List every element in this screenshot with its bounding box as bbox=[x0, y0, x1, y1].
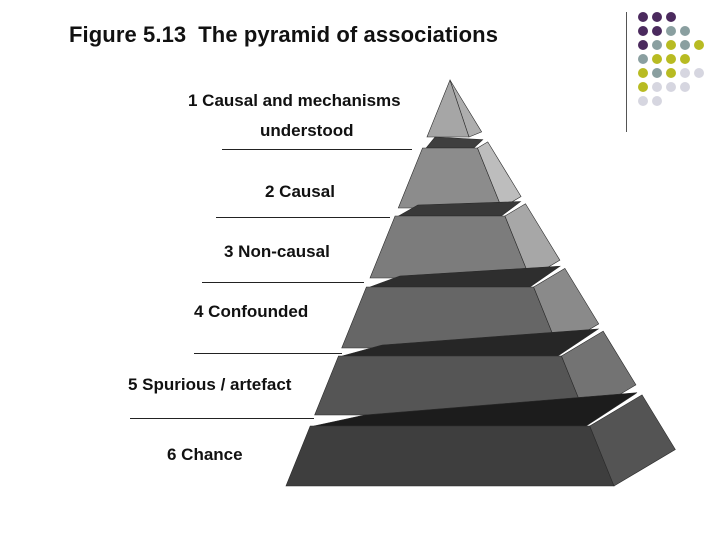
pyramid-tier-6-front bbox=[285, 425, 615, 487]
level-4-label: 4 Confounded bbox=[194, 302, 309, 321]
figure-number: Figure 5.13 bbox=[69, 22, 187, 47]
figure-title-text: The pyramid of associations bbox=[198, 22, 499, 47]
pyramid-tier-1-side bbox=[449, 79, 483, 138]
pyramid-tier-3-front bbox=[369, 215, 531, 279]
level-4-rule bbox=[194, 353, 342, 354]
pyramid-tier-6-side bbox=[589, 394, 676, 487]
level-1-label-line2: understood bbox=[260, 121, 354, 140]
level-1-rule bbox=[222, 149, 412, 150]
pyramid-tier-2-side bbox=[477, 141, 522, 209]
pyramid-tier-3-side bbox=[504, 203, 561, 279]
figure-title: Figure 5.13 The pyramid of associations bbox=[69, 22, 498, 48]
level-1-label: 1 Causal and mechanisms bbox=[188, 91, 401, 110]
level-5-rule bbox=[130, 418, 314, 419]
level-6-label: 6 Chance bbox=[167, 445, 243, 464]
level-2-rule bbox=[216, 217, 390, 218]
level-3-label: 3 Non-causal bbox=[224, 242, 330, 261]
level-2-label: 2 Causal bbox=[265, 182, 335, 201]
pyramid-tier-2-top bbox=[425, 136, 484, 149]
decorative-divider bbox=[626, 12, 627, 132]
level-5-label: 5 Spurious / artefact bbox=[128, 375, 292, 394]
level-3-rule bbox=[202, 282, 364, 283]
pyramid-tier-4-side bbox=[533, 267, 600, 349]
